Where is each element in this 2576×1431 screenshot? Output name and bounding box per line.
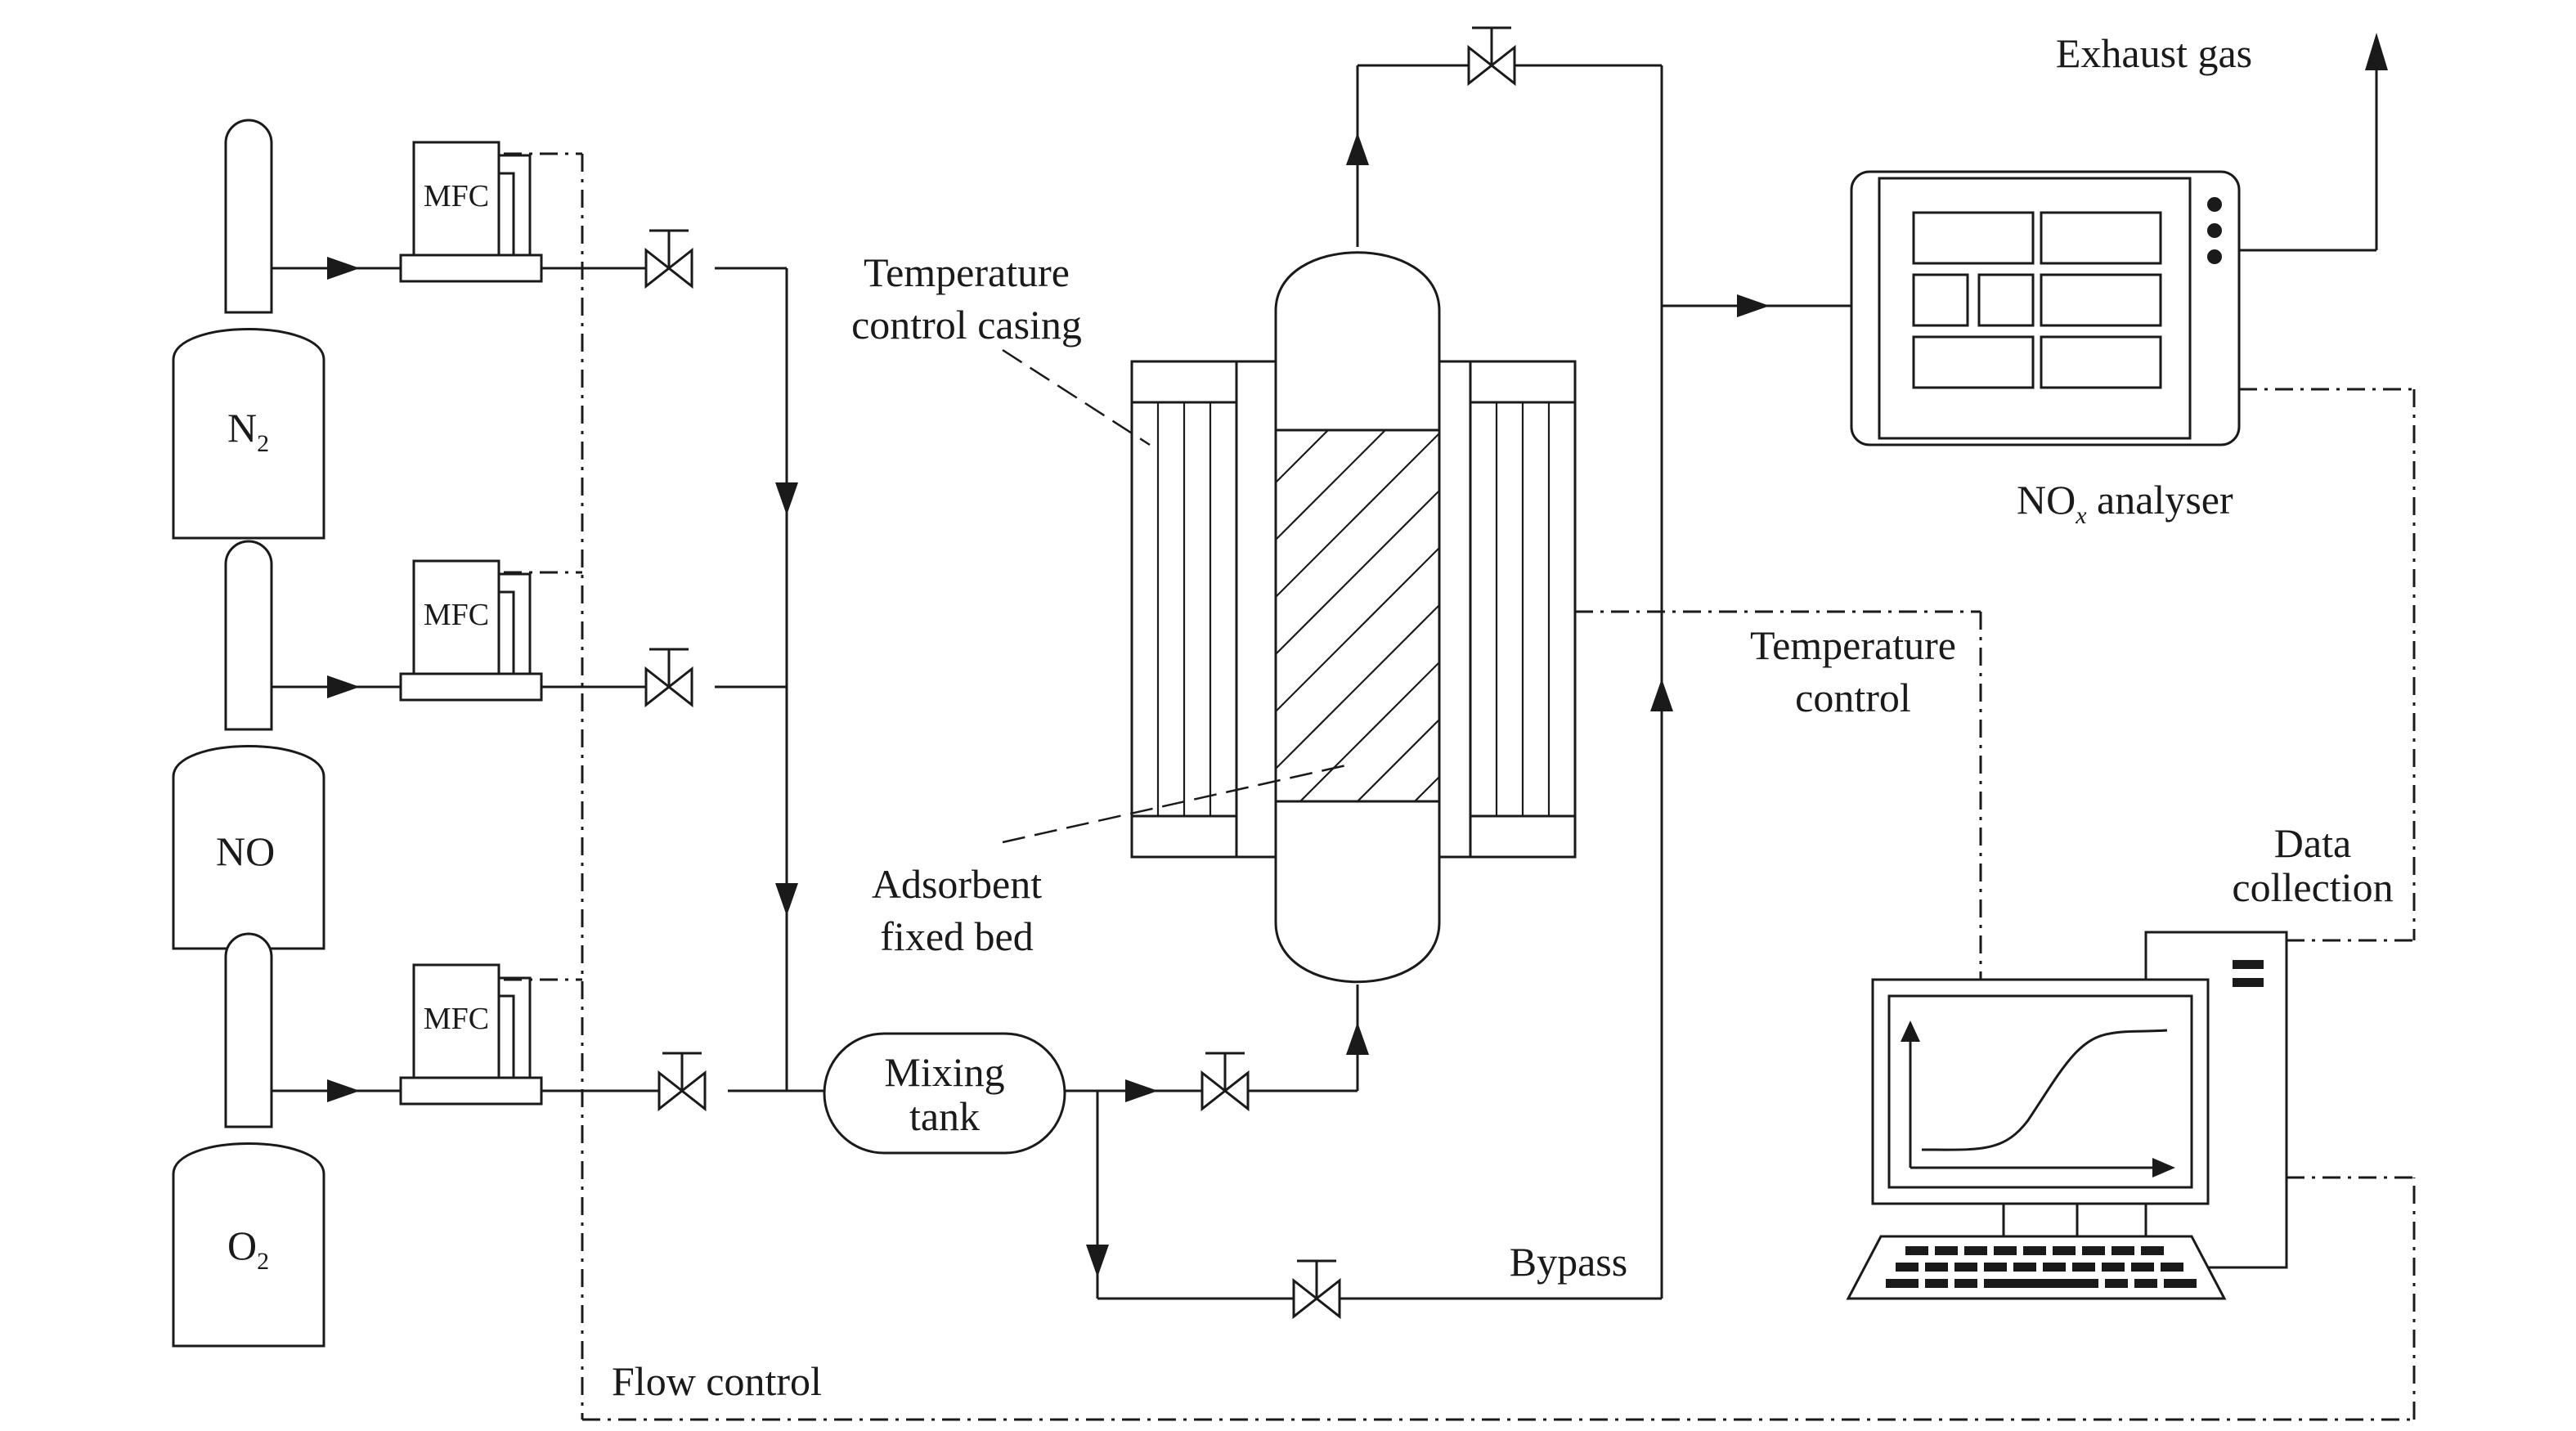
mixing-tank: Mixing tank [823,1032,1066,1155]
casing-label-1: Temperature [864,249,1070,295]
manifold-lines [541,267,824,1092]
computer [1846,931,2288,1300]
mfc-n2: MFC [399,141,543,283]
mixing-tank-label-2: tank [909,1093,980,1139]
feed-lines [272,257,401,1102]
cylinder-n2: N2 [172,119,325,540]
valve-no[interactable] [644,648,693,707]
bypass-label: Bypass [1510,1239,1627,1285]
cylinder-no-label: NO [216,828,275,874]
reactor-feed-lines [1065,64,1851,1300]
analyser-label: NOx analyser [2017,477,2233,529]
flow-control-label: Flow control [612,1358,822,1404]
valve-reactor-inlet[interactable] [1200,1052,1250,1110]
mfc-no: MFC [399,559,543,702]
valve-n2[interactable] [644,229,693,288]
control-lines [504,152,2416,1421]
exhaust-line [2239,33,2388,252]
casing-leader [1002,348,1151,446]
casing-label-2: control casing [851,302,1082,348]
cylinder-o2: O2 [172,932,325,1348]
reactor [1130,251,1577,984]
cylinder-no: NO [172,540,325,950]
valve-o2[interactable] [657,1052,707,1110]
mfc-o2: MFC [399,963,543,1106]
mfc-n2-label: MFC [424,179,489,213]
valve-reactor-outlet[interactable] [1467,26,1516,85]
data-collection-label-2: collection [2232,864,2393,910]
nox-analyser [1850,170,2241,446]
bed-leader [1002,764,1347,844]
cylinder-n2-label: N2 [227,405,269,457]
bed-label-1: Adsorbent [872,861,1042,907]
mfc-o2-label: MFC [424,1002,489,1036]
temp-control-label-2: control [1795,675,1911,720]
mixing-tank-label-1: Mixing [884,1049,1004,1095]
data-collection-label-1: Data [2274,820,2351,866]
bed-label-2: fixed bed [880,913,1033,959]
cylinder-o2-label: O2 [227,1222,269,1275]
exhaust-label: Exhaust gas [2056,30,2252,76]
temp-control-label-1: Temperature [1750,622,1956,668]
valve-bypass[interactable] [1292,1259,1341,1318]
mfc-no-label: MFC [424,598,489,632]
